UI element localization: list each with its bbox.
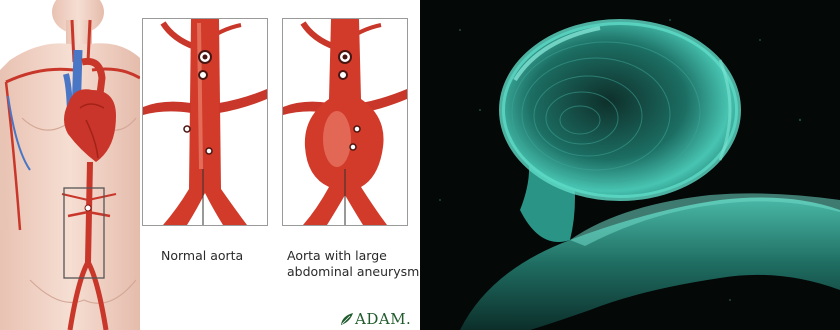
adam-logo: ADAM.: [340, 310, 411, 328]
normal-aorta-caption: Normal aorta: [161, 247, 243, 264]
aneurysm-aorta-drawing: [283, 19, 407, 225]
adam-logo-text: ADAM.: [355, 310, 411, 328]
cast-image: [420, 0, 840, 330]
aorta-illustration: Normal aorta Aorta with large abdominal …: [0, 0, 420, 330]
aneurysm-caption-line-2: abdominal aneurysm: [287, 263, 419, 280]
normal-aorta-drawing: [143, 19, 267, 225]
normal-aorta-panel: [142, 18, 268, 226]
aneurysm-cast-photo: [420, 0, 840, 330]
leaf-icon: [340, 312, 354, 326]
aneurysm-aorta-panel: [282, 18, 408, 226]
torso-diagram: [0, 0, 140, 330]
aneurysm-caption-line-1: Aorta with large: [287, 247, 387, 264]
